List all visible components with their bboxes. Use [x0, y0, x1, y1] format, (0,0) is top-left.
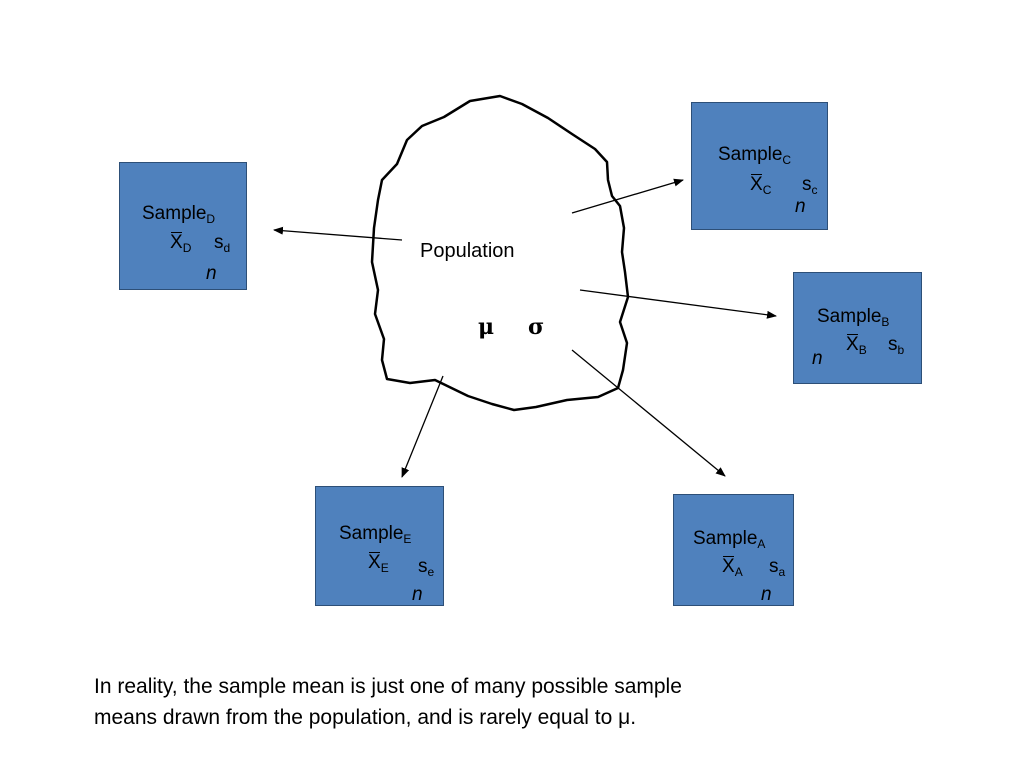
sample-a-sd: sa	[769, 556, 786, 579]
sample-d-box: SampleD XD sd n	[119, 162, 247, 290]
sample-e-mean: XE	[368, 552, 389, 575]
arrow-to-sample-b	[579, 289, 777, 319]
sample-b-size: n	[812, 348, 823, 369]
sample-c-size: n	[795, 196, 806, 217]
sample-a-mean: XA	[722, 556, 743, 579]
sample-b-mean: XB	[846, 334, 867, 357]
population-label: Population	[420, 240, 515, 262]
sample-a-box: SampleA XA sa n	[673, 494, 794, 606]
sample-e-label: SampleE	[339, 523, 412, 546]
sample-d-mean: XD	[170, 232, 192, 255]
sample-c-box: SampleC XC sc n	[691, 102, 828, 230]
caption-text: In reality, the sample mean is just one …	[94, 671, 794, 733]
sample-c-sd: sc	[802, 174, 818, 197]
arrow-to-sample-d	[273, 226, 403, 241]
sample-b-sd: sb	[888, 334, 905, 357]
sample-e-box: SampleE XE se n	[315, 486, 444, 606]
sample-e-size: n	[412, 584, 423, 605]
caption-line-2: means drawn from the population, and is …	[94, 706, 637, 729]
arrow-to-sample-a	[571, 349, 726, 477]
arrow-to-sample-c	[571, 178, 684, 214]
sample-a-label: SampleA	[693, 528, 766, 551]
caption-line-1: In reality, the sample mean is just one …	[94, 675, 682, 698]
population-sd-sigma: σ	[528, 314, 545, 340]
sample-d-sd: sd	[214, 232, 231, 255]
sample-e-sd: se	[418, 556, 435, 579]
sample-c-mean: XC	[750, 174, 772, 197]
population-mean-mu: μ	[478, 314, 495, 340]
population-blob	[370, 94, 630, 412]
sample-b-label: SampleB	[817, 306, 890, 329]
sample-a-size: n	[761, 584, 772, 605]
sample-d-size: n	[206, 263, 217, 284]
sample-c-label: SampleC	[718, 144, 792, 167]
sample-b-box: SampleB XB sb n	[793, 272, 922, 384]
arrow-to-sample-e	[401, 375, 444, 478]
sample-d-label: SampleD	[142, 203, 216, 226]
